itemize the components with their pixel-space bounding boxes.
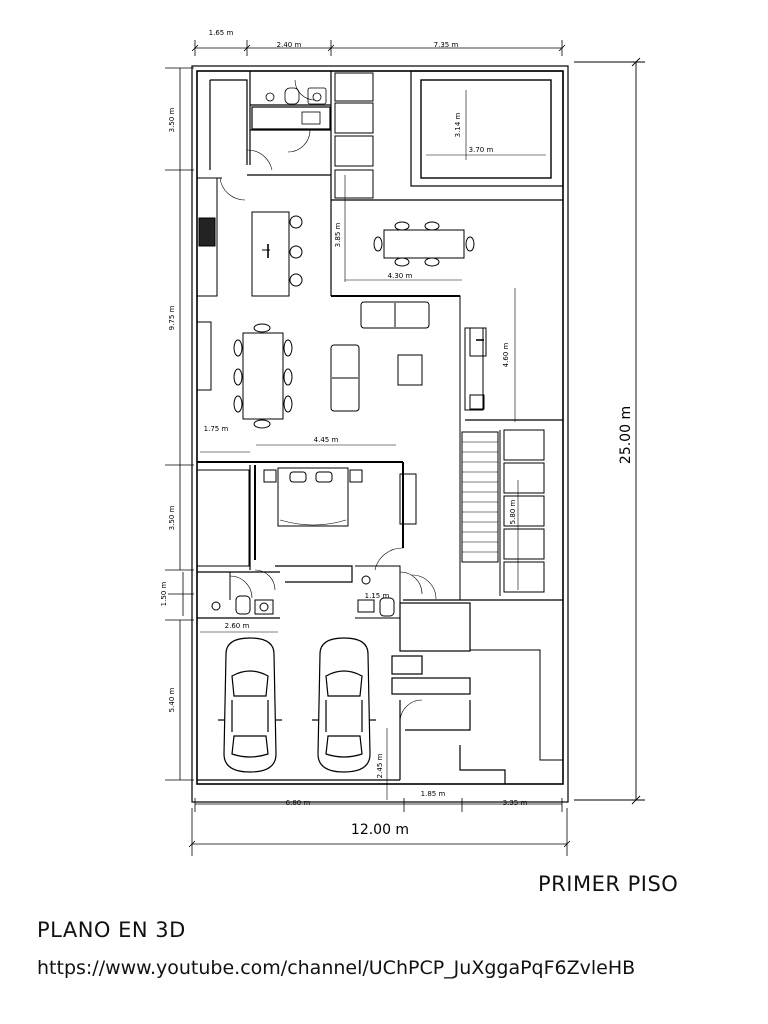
living-dining <box>196 301 430 463</box>
dim-total-width: 12.00 m <box>351 822 409 838</box>
car-icon <box>218 637 282 773</box>
channel-url: https://www.youtube.com/channel/UChPCP_J… <box>37 957 636 979</box>
top-dimensions <box>191 40 566 56</box>
right-dimension <box>574 57 645 805</box>
kitchen <box>196 174 331 297</box>
dim-bath-w: 1.15 m <box>365 592 390 600</box>
storage-boxes-top <box>334 72 374 199</box>
dim-left-interior: 1.75 m <box>204 425 229 433</box>
dim-pool-h: 3.14 m <box>454 113 462 138</box>
dim-top-2: 2.40 m <box>277 41 302 49</box>
pool <box>410 70 564 187</box>
dim-left-3: 3.50 m <box>168 506 176 531</box>
dim-bottom-1: 6.80 m <box>286 799 311 807</box>
garage <box>197 631 401 800</box>
dim-left-5: 5.40 m <box>168 688 176 713</box>
dim-shelf-h: 5.80 m <box>509 500 517 525</box>
floor-caption: PRIMER PISO <box>538 872 679 896</box>
dim-dining-w: 4.30 m <box>388 272 413 280</box>
dim-garage-w: 2.60 m <box>225 622 250 630</box>
floor-plan: 1.65 m 2.40 m 7.35 m 3.50 m 9.75 m 3.50 … <box>160 29 645 856</box>
left-dimensions <box>165 67 194 781</box>
dim-bottom-3: 3.35 m <box>503 799 528 807</box>
dim-top-3: 7.35 m <box>434 41 459 49</box>
title-caption: PLANO EN 3D <box>37 918 186 942</box>
outdoor-dining <box>331 175 563 297</box>
dim-dining-h: 3.85 m <box>334 223 342 248</box>
dim-garage-h: 2.45 m <box>376 754 384 779</box>
dim-bottom-2: 1.85 m <box>421 790 446 798</box>
bottom-dimensions <box>188 798 571 856</box>
lower-bathroom <box>197 571 280 619</box>
dim-top-1: 1.65 m <box>209 29 234 37</box>
car-icon <box>312 637 376 773</box>
dim-living-w: 4.45 m <box>314 436 339 444</box>
entrance-area <box>391 574 563 784</box>
dim-left-2: 9.75 m <box>168 306 176 331</box>
outer-walls <box>191 65 569 803</box>
laundry-area <box>209 71 332 296</box>
bathroom-top-fixtures <box>265 87 327 125</box>
bedroom <box>196 462 417 591</box>
dim-stair-h: 4.60 m <box>502 343 510 368</box>
dim-left-4: 1.50 m <box>160 582 168 607</box>
small-bathroom <box>355 565 423 619</box>
dim-total-height: 25.00 m <box>618 406 634 464</box>
stairs-area <box>440 288 563 600</box>
dim-left-1: 3.50 m <box>168 108 176 133</box>
dim-pool-w: 3.70 m <box>469 146 494 154</box>
